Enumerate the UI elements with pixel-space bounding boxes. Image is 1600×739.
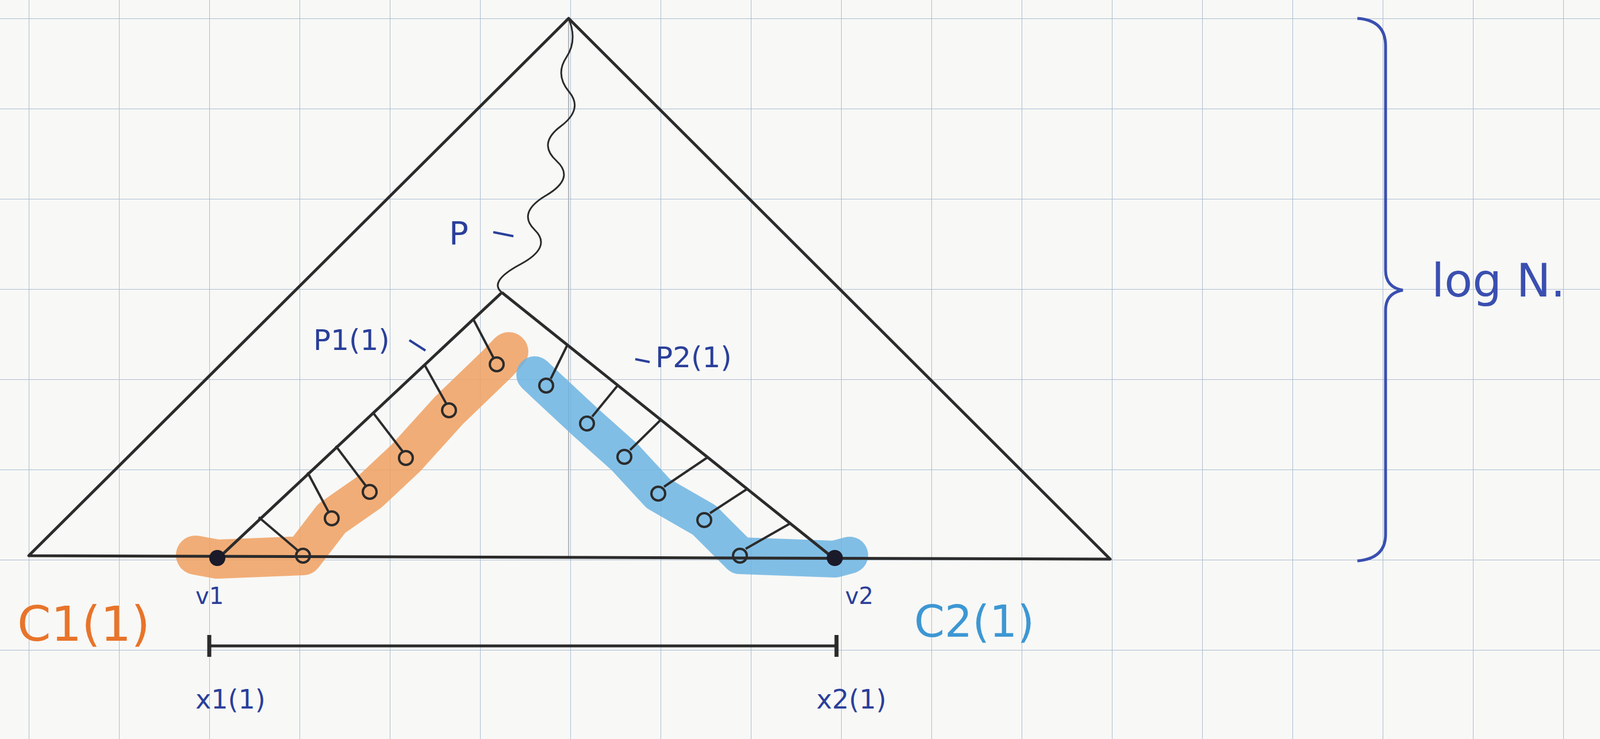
path-label: P2(1) [655,342,732,374]
segment-tick [834,635,839,658]
position-label: x1(1) [195,685,266,715]
path-label: P1(1) [313,324,390,357]
segment-tick [207,635,212,658]
leaf-label: v2 [845,583,874,609]
path-label: P [449,215,469,252]
set-label: C1(1) [17,597,151,651]
set-label: C2(1) [914,597,1035,647]
orange-band [195,351,509,560]
height-bracket [1357,18,1403,562]
leader-line [635,359,650,363]
right-stalks [550,344,792,550]
path-p2 [501,292,835,560]
leaf-label: v1 [195,583,224,609]
path-p1 [217,292,502,560]
leaf-circles [296,357,747,563]
position-label: x2(1) [816,685,887,715]
centre-line [568,18,570,558]
tree-triangle [28,18,1111,560]
leader-line [493,232,514,237]
distance-segment [209,645,837,648]
height-label: log N. [1431,255,1566,307]
leaf-v1 [209,550,226,567]
leaf-v2 [826,550,843,567]
left-stalks [258,319,494,551]
path-p [497,18,575,293]
leader-line [409,340,426,351]
